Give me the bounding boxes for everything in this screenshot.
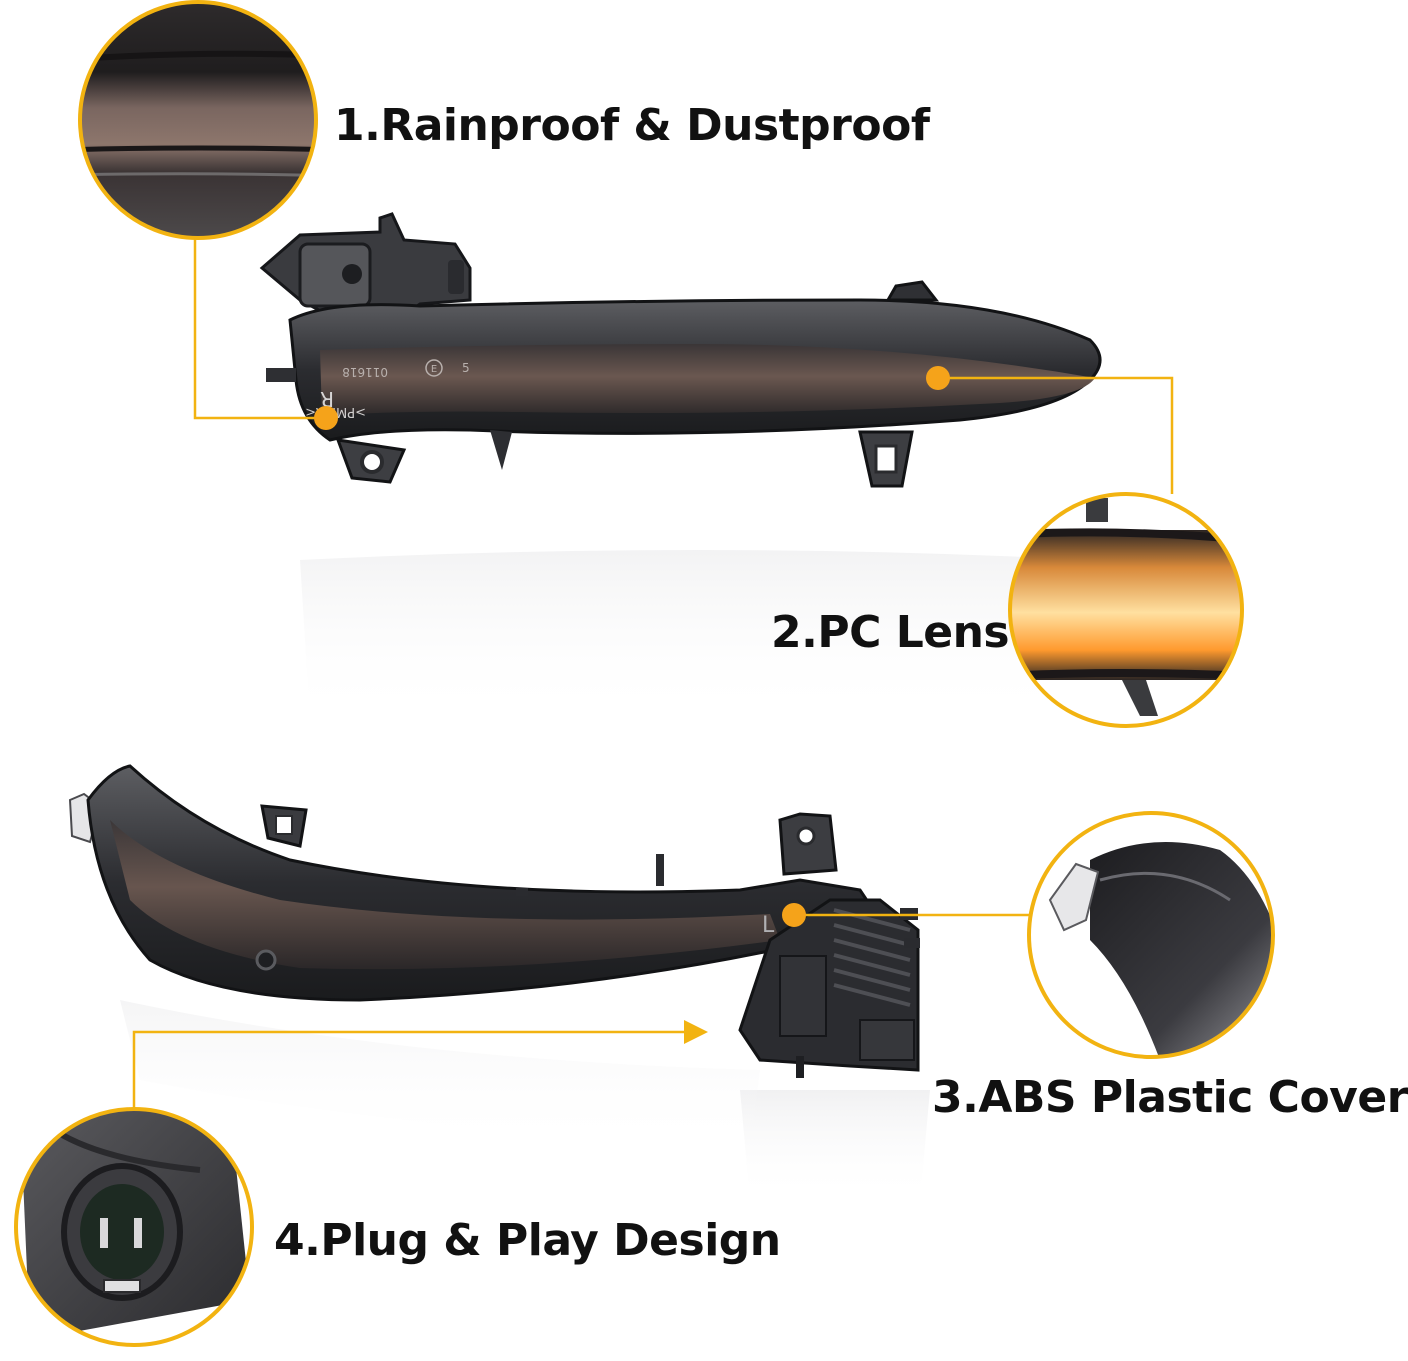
feature-label-abs-cover: 3.ABS Plastic Cover	[932, 1072, 1408, 1123]
callout-dot-2	[926, 366, 950, 390]
zoom-circle-abs-cover	[1027, 811, 1275, 1059]
feature-label-rainproof: 1.Rainproof & Dustproof	[334, 100, 930, 151]
upper-mirror-lamp: R >PMMA< 011618 E 5	[259, 212, 1102, 720]
lamp-number-marking: 5	[462, 361, 470, 375]
zoom-circle-plug-connector	[14, 1107, 254, 1347]
product-feature-infographic: R >PMMA< 011618 E 5	[14, 0, 1408, 1347]
lamp-code-marking: 011618	[342, 365, 388, 379]
zoom-circle-pc-lens	[1008, 492, 1244, 728]
callout-arrow-4	[684, 1020, 708, 1044]
feature-label-plug-play: 4.Plug & Play Design	[274, 1215, 781, 1266]
callout-dot-3	[782, 903, 806, 927]
feature-label-pc-lens: 2.PC Lens	[771, 607, 1010, 658]
lamp-side-marking-lower: L	[762, 913, 775, 938]
callout-line-2	[938, 376, 1174, 494]
callout-dot-1	[314, 406, 338, 430]
lower-mirror-lamp: L	[68, 764, 930, 1200]
lamp-side-marking: R	[320, 387, 334, 411]
callout-lines	[132, 238, 1174, 1109]
product-illustration: R >PMMA< 011618 E 5	[14, 0, 1275, 1347]
callout-line-1	[193, 238, 326, 420]
lamp-cert-marking: E	[431, 364, 437, 375]
callout-line-4	[132, 1030, 690, 1109]
zoom-circle-rainproof	[78, 0, 318, 240]
